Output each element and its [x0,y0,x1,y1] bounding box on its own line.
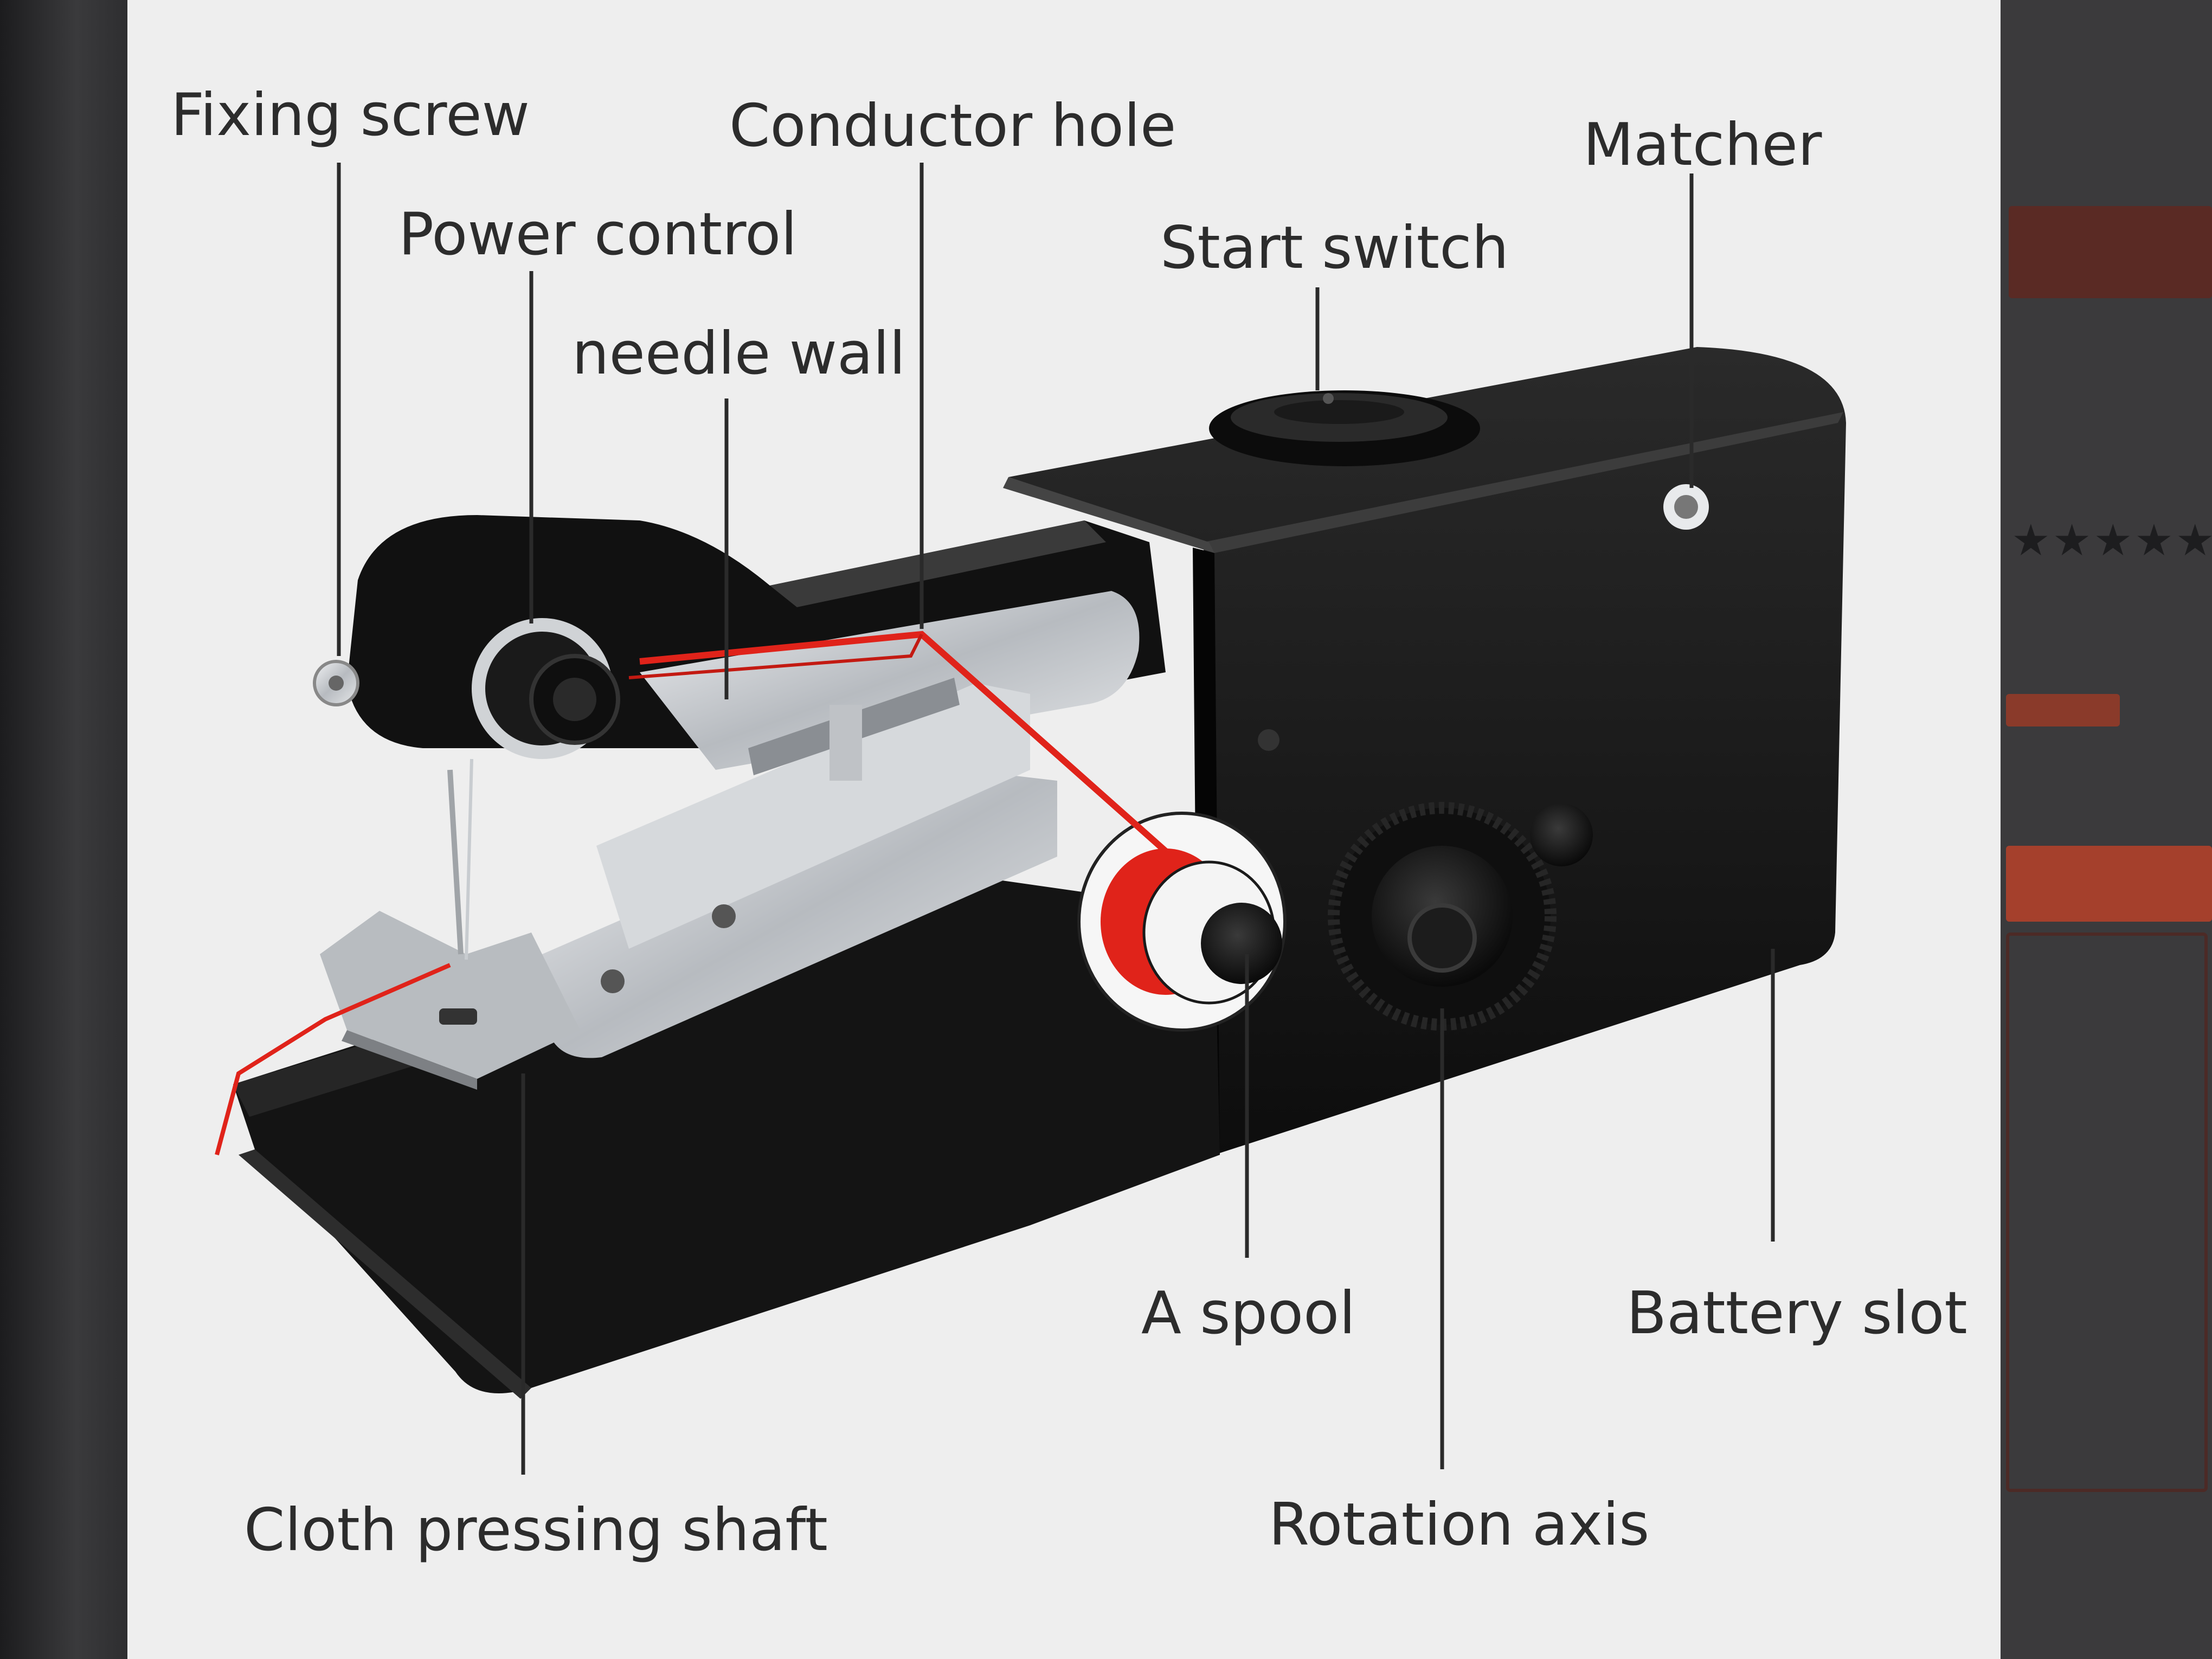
label-conductor-hole: Conductor hole [729,92,1176,160]
spool [1077,812,1287,1032]
red-thread [215,631,1168,1156]
label-rotation-axis: Rotation axis [1269,1491,1650,1559]
label-cloth-pressing-shaft: Cloth pressing shaft [244,1496,828,1564]
background-red-banner [2009,206,2212,298]
fixing-screw-part [313,660,473,960]
label-fixing-screw: Fixing screw [171,81,530,149]
metal-needle-arm [542,591,1140,1058]
start-switch-button [1209,390,1480,466]
label-start-switch: Start switch [1160,214,1509,282]
label-a-spool: A spool [1141,1279,1356,1347]
background-rating-stars-icon: ★★★★★ [2011,515,2212,565]
power-control-knob [472,618,620,759]
presser-foot [320,911,580,1090]
background-frame [2006,933,2208,1492]
label-needle-wall: needle wall [572,320,906,388]
background-left-edge [0,0,127,1659]
leader-lines [337,163,1775,1475]
matcher-screw [1663,484,1709,530]
label-power-control: Power control [398,201,798,268]
label-matcher: Matcher [1583,111,1822,179]
background-red-tag [2006,694,2120,726]
background-buy-button [2006,846,2212,922]
label-battery-slot: Battery slot [1626,1279,1967,1347]
